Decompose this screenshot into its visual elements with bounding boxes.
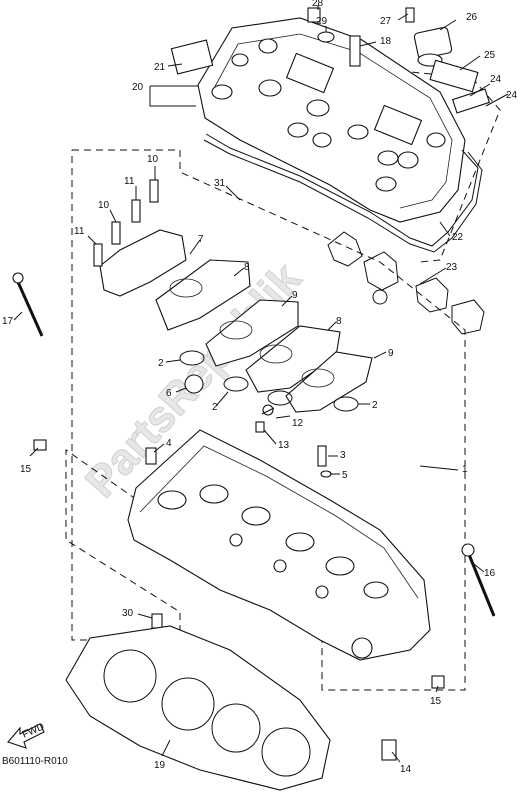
- part-label: 1: [462, 464, 468, 475]
- part-label: 2: [158, 358, 164, 369]
- part-label: 13: [278, 440, 290, 451]
- part-label: 20: [132, 82, 144, 93]
- part-label: 6: [166, 388, 172, 399]
- part-label: 7: [198, 234, 204, 245]
- part-label: 28: [312, 0, 324, 9]
- part-label: 16: [484, 568, 496, 579]
- part-label: 30: [122, 608, 134, 619]
- part-label: 17: [2, 316, 14, 327]
- camshaft-caps: [93, 179, 373, 413]
- head-bolts: [12, 272, 496, 761]
- part-label: 4: [166, 438, 172, 449]
- part-label: 10: [98, 200, 110, 211]
- part-label: 2: [372, 400, 378, 411]
- part-label: 5: [342, 470, 348, 481]
- part-label: 29: [316, 16, 328, 27]
- part-label: 9: [388, 348, 394, 359]
- leader-lines: [13, 5, 509, 763]
- assembly-boundary-cover: [373, 69, 501, 263]
- part-label: 12: [292, 418, 304, 429]
- cylinder-head: [127, 421, 431, 661]
- part-label: 11: [74, 226, 85, 237]
- part-label: 31: [214, 178, 226, 189]
- part-label: 8: [336, 316, 342, 327]
- part-callouts: 28 29 27 26 18 25 21 20 24 24 22 23 31 1…: [2, 0, 518, 775]
- part-label: 10: [147, 154, 159, 165]
- part-label: 14: [400, 764, 412, 775]
- part-label: 3: [340, 450, 346, 461]
- o-rings: [179, 350, 359, 416]
- spark-plug-gaskets: [327, 231, 485, 335]
- head-gasket: [65, 625, 331, 791]
- part-label: 19: [154, 760, 166, 771]
- part-label: 26: [466, 12, 478, 23]
- part-label: 22: [452, 232, 464, 243]
- cylinder-head-cover: [197, 17, 466, 223]
- part-label: 23: [446, 262, 458, 273]
- part-label: 11: [124, 176, 135, 187]
- forward-arrow-icon: FWD: [7, 721, 46, 749]
- part-label: 18: [380, 36, 392, 47]
- part-label: 21: [154, 62, 166, 73]
- part-label: 25: [484, 50, 496, 61]
- part-label: 8: [244, 262, 250, 273]
- cover-gasket: [205, 133, 479, 247]
- part-label: 24: [506, 90, 518, 101]
- part-label: 15: [430, 696, 442, 707]
- cover-fasteners: [170, 7, 361, 75]
- part-label: 9: [292, 290, 298, 301]
- cover-gasket-inner: [203, 139, 483, 253]
- breather-assembly: [405, 7, 491, 114]
- part-label: 15: [20, 464, 32, 475]
- drawing-code: B601110-R010: [2, 756, 68, 767]
- part-label: 24: [490, 74, 502, 85]
- part-label: 27: [380, 16, 392, 27]
- part-label: 2: [212, 402, 218, 413]
